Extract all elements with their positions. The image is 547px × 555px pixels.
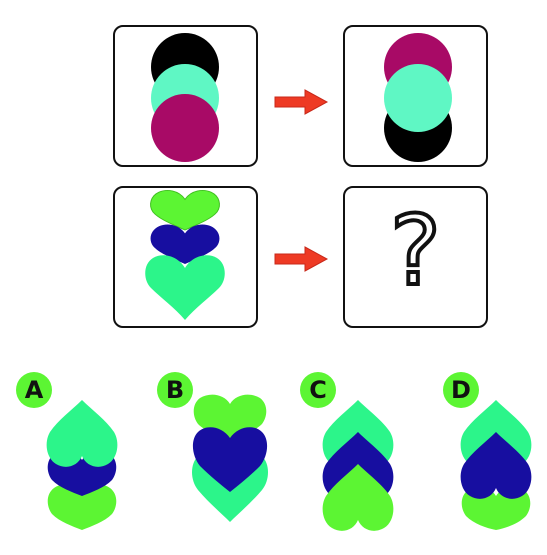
option-c-figure[interactable] bbox=[316, 396, 400, 532]
option-b-figure[interactable] bbox=[188, 392, 272, 526]
option-d-label: D bbox=[451, 376, 471, 404]
lime-heart-inverted bbox=[322, 464, 394, 531]
heart-stack-source bbox=[145, 190, 225, 320]
answer-panel: ? bbox=[343, 186, 488, 328]
option-c-label: C bbox=[309, 376, 327, 404]
lime-heart bbox=[150, 190, 220, 231]
spring-heart-inverted bbox=[46, 400, 118, 467]
question-mark: ? bbox=[388, 194, 443, 308]
option-b-badge[interactable]: B bbox=[157, 372, 193, 408]
option-c-badge[interactable]: C bbox=[300, 372, 336, 408]
circle-stack-result bbox=[384, 33, 452, 162]
navy-heart bbox=[192, 427, 268, 492]
option-d-badge[interactable]: D bbox=[443, 372, 479, 408]
mint-circle bbox=[384, 64, 452, 132]
magenta-circle bbox=[151, 94, 219, 162]
arrow-right-icon bbox=[274, 246, 329, 272]
option-a-label: A bbox=[24, 376, 44, 404]
navy-heart-inverted bbox=[460, 432, 532, 499]
option-a-figure[interactable] bbox=[40, 396, 124, 532]
option-b-label: B bbox=[165, 376, 185, 404]
spring-heart bbox=[145, 255, 225, 320]
option-a-badge[interactable]: A bbox=[16, 372, 52, 408]
example-result-panel bbox=[343, 25, 488, 167]
circle-stack-source bbox=[151, 33, 219, 162]
example-source-panel bbox=[113, 25, 258, 167]
option-d-figure[interactable] bbox=[454, 396, 538, 532]
question-source-panel bbox=[113, 186, 258, 328]
arrow-right-icon bbox=[274, 89, 329, 115]
lime-heart bbox=[47, 484, 117, 530]
navy-heart bbox=[150, 224, 220, 264]
